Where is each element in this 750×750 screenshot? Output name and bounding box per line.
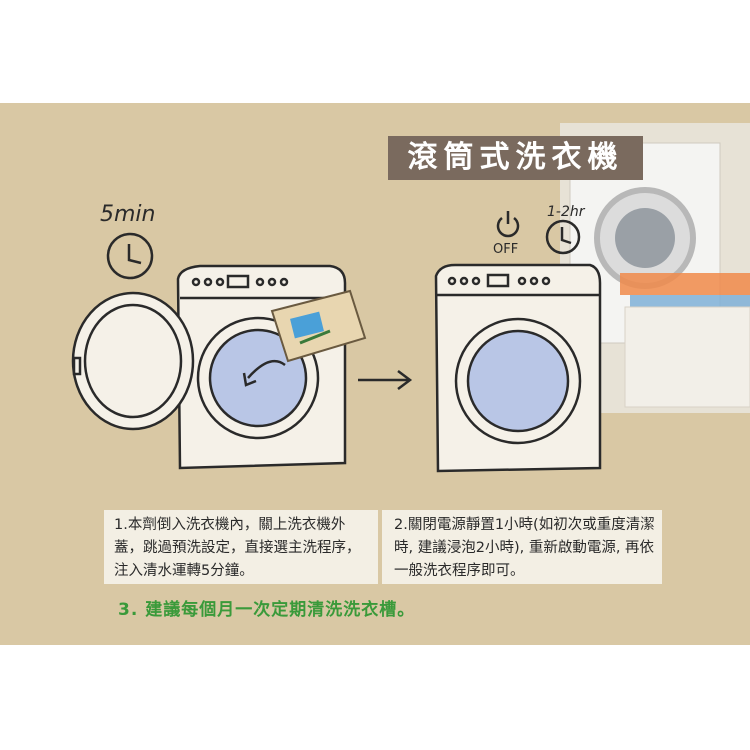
arrow-icon	[358, 370, 413, 390]
power-icon	[496, 211, 520, 238]
off-label: OFF	[493, 242, 518, 257]
right-timer-label: 1-2hr	[547, 204, 586, 220]
product-packet-icon	[270, 289, 367, 363]
page-title: 滾筒式洗衣機	[388, 136, 643, 180]
clock-icon	[545, 219, 581, 255]
tip-text: 3. 建議每個月一次定期清洗洗衣槽。	[118, 600, 416, 620]
step-2-text: 2.關閉電源靜置1小時(如初次或重度清潔時, 建議浸泡2小時), 重新啟動電源,…	[382, 510, 662, 584]
clock-icon	[106, 232, 154, 280]
instruction-panel: 5min	[0, 103, 750, 645]
background-photo	[560, 123, 750, 413]
left-timer-label: 5min	[100, 202, 155, 227]
step-1-text: 1.本劑倒入洗衣機內，關上洗衣機外蓋，跳過預洗設定，直接選主洗程序，注入清水運轉…	[104, 510, 378, 584]
illustration: 5min	[71, 123, 750, 473]
washing-machine-icon	[71, 264, 347, 470]
washing-machine-icon	[434, 263, 602, 473]
